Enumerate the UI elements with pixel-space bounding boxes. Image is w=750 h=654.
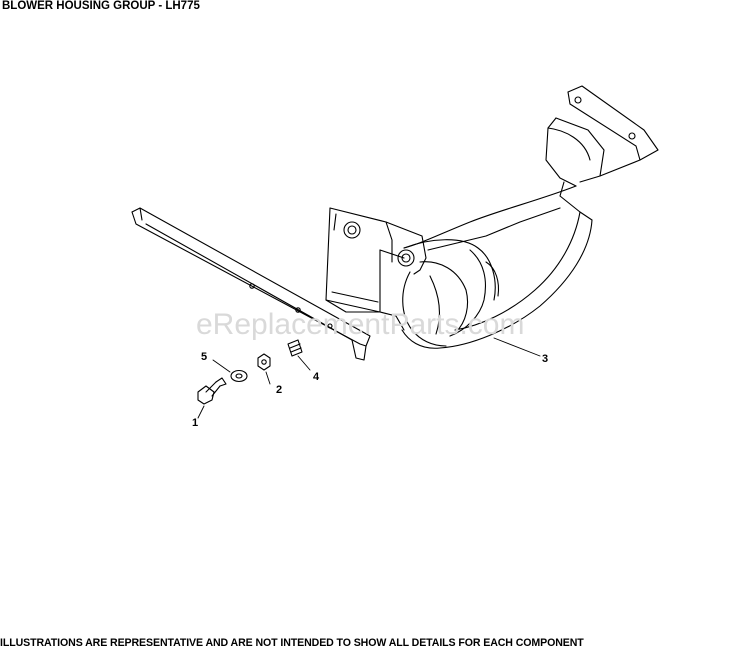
- washer-part: [230, 369, 248, 383]
- screw-part: [197, 377, 227, 405]
- blower-housing-part: [325, 85, 659, 349]
- mounting-rail-part: [131, 207, 371, 361]
- nut-part: [257, 353, 271, 371]
- clip-part: [287, 339, 303, 357]
- callout-3: 3: [542, 353, 548, 365]
- callout-2: 2: [276, 384, 282, 396]
- disclaimer-footer: ILLUSTRATIONS ARE REPRESENTATIVE AND ARE…: [0, 637, 584, 649]
- callout-1: 1: [192, 417, 198, 429]
- callout-4: 4: [313, 371, 320, 383]
- callout-5: 5: [201, 351, 207, 363]
- diagram-title: BLOWER HOUSING GROUP - LH775: [2, 0, 200, 12]
